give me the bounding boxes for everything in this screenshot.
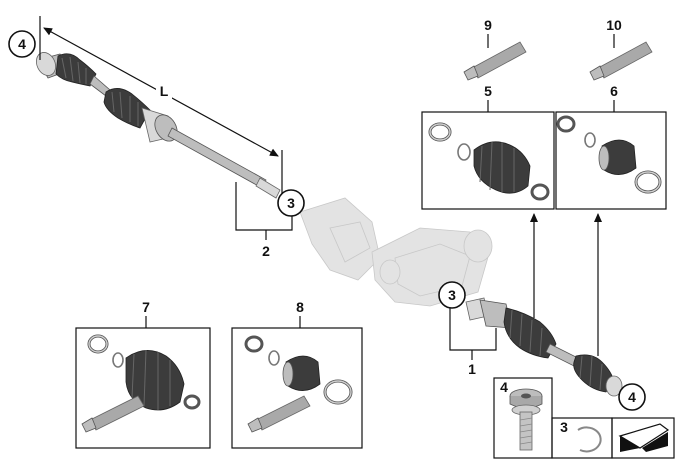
bracket-2 (235, 182, 293, 231)
bracket-1 (449, 308, 497, 351)
right-drive-shaft (465, 297, 623, 397)
callout-circle-3-left (277, 189, 305, 217)
legend-ring-number: 3 (560, 419, 568, 435)
length-label: L (160, 83, 169, 99)
paste-tube-10: 10 (589, 17, 653, 81)
callout-9: 9 (484, 17, 492, 33)
callout-5: 5 (484, 83, 492, 99)
callout-3-right: 3 (448, 287, 456, 303)
circlip-ring-icon (577, 426, 602, 453)
callout-2: 2 (262, 243, 270, 259)
kit-5-contents (428, 122, 550, 201)
kit-box-5 (421, 111, 555, 210)
bolt-icon (509, 388, 543, 451)
kit-box-7 (75, 327, 211, 449)
callout-7: 7 (142, 299, 150, 315)
paste-tube-9: 9 (463, 17, 527, 81)
callout-circle-4-left (8, 30, 36, 58)
kit-6-contents (556, 115, 662, 194)
kit-box-8 (231, 327, 363, 449)
callout-4-left: 4 (18, 36, 26, 52)
callout-6: 6 (610, 83, 618, 99)
left-drive-shaft (35, 52, 281, 199)
kit-7-contents (81, 334, 201, 433)
callout-circle-4-right (618, 383, 646, 411)
kit-box-6 (555, 111, 667, 210)
callout-10: 10 (606, 17, 622, 33)
callout-1: 1 (468, 361, 476, 377)
catalog-mark-icon (618, 423, 670, 452)
length-label-bg (156, 82, 172, 100)
callout-circle-3-right (438, 281, 466, 309)
legend-mark-box (611, 417, 675, 459)
callout-4-right: 4 (628, 389, 636, 405)
callout-3-left: 3 (287, 195, 295, 211)
callout-8: 8 (296, 299, 304, 315)
legend-bolt-number: 4 (500, 379, 508, 395)
kit-8-contents (244, 335, 353, 433)
